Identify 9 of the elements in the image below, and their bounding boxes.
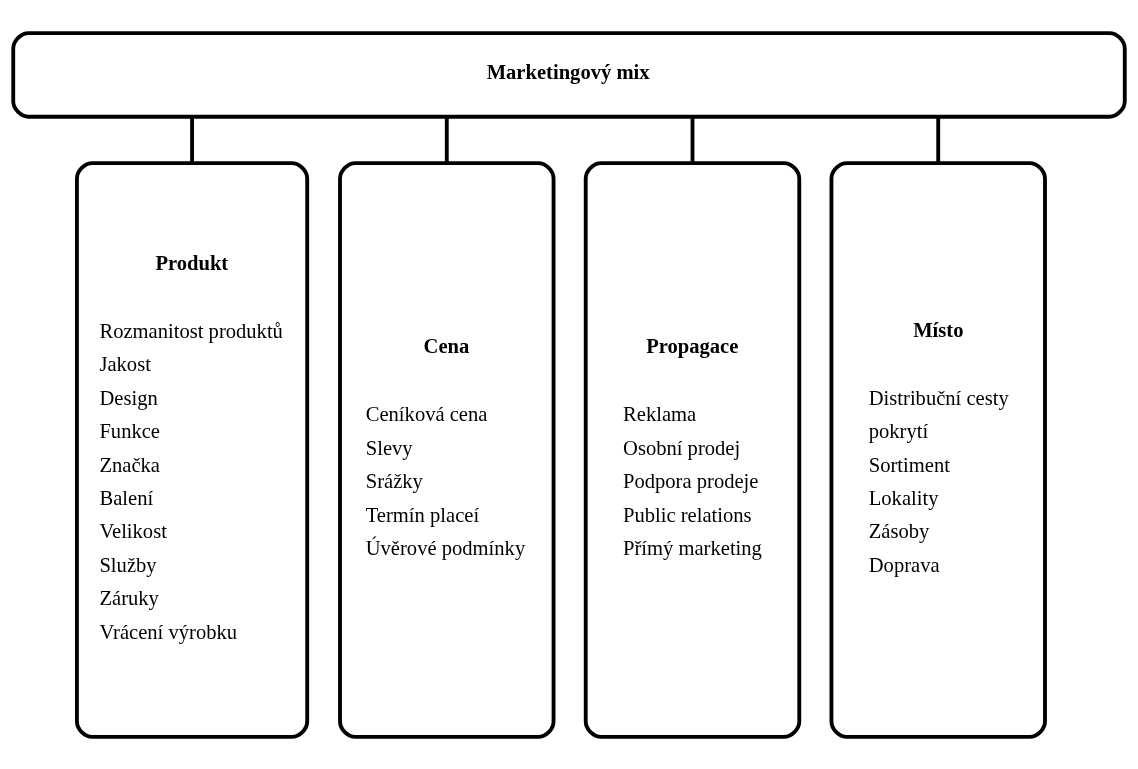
connector bbox=[444, 116, 449, 163]
connector bbox=[936, 116, 941, 163]
node-box: Místo Distribuční cesty pokrytí Sortiment Lokality Zásoby Doprava bbox=[829, 160, 1047, 739]
connector bbox=[190, 116, 194, 163]
node-box: Produkt Rozmanitost produktů Jakost Design Funkce Značka Balení Velikost Služby Záruky Vrácení výrobku bbox=[75, 160, 310, 739]
connector bbox=[690, 116, 695, 163]
node-box: Cena Ceníková cena Slevy Srážky Termín placeí Úvěrové podmínky bbox=[338, 160, 556, 739]
node-box: Marketingový mix bbox=[11, 30, 1127, 119]
node-box: Propagace Reklama Osobní prodej Podpora prodeje Public relations Přímý marketing bbox=[583, 160, 802, 739]
